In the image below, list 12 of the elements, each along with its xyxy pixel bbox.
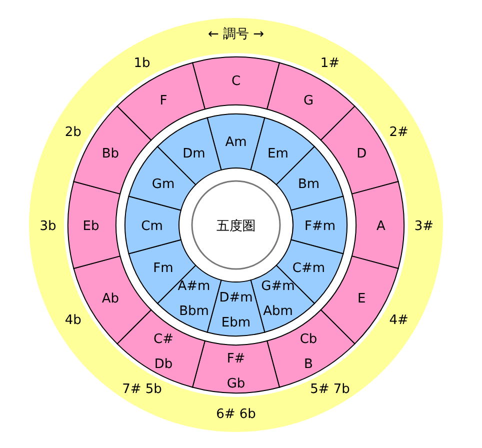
- major-key-sector: F# Gb: [192, 340, 280, 394]
- major-key-sector: C: [192, 56, 280, 110]
- key-signature-heading: ← 調号 →: [208, 27, 264, 42]
- key-signature-label: 3b: [40, 219, 56, 234]
- major-key-sector: Eb: [68, 181, 121, 269]
- center-circle: 五度圏: [191, 180, 281, 270]
- key-signature-label: 3#: [414, 219, 434, 234]
- minor-key-sector: F#m: [290, 196, 348, 254]
- key-signature-label: 6# 6b: [216, 407, 256, 422]
- minor-key-sector: Cm: [124, 196, 182, 254]
- minor-key-sector: Am: [206, 114, 266, 170]
- major-key-sector: A: [351, 181, 404, 269]
